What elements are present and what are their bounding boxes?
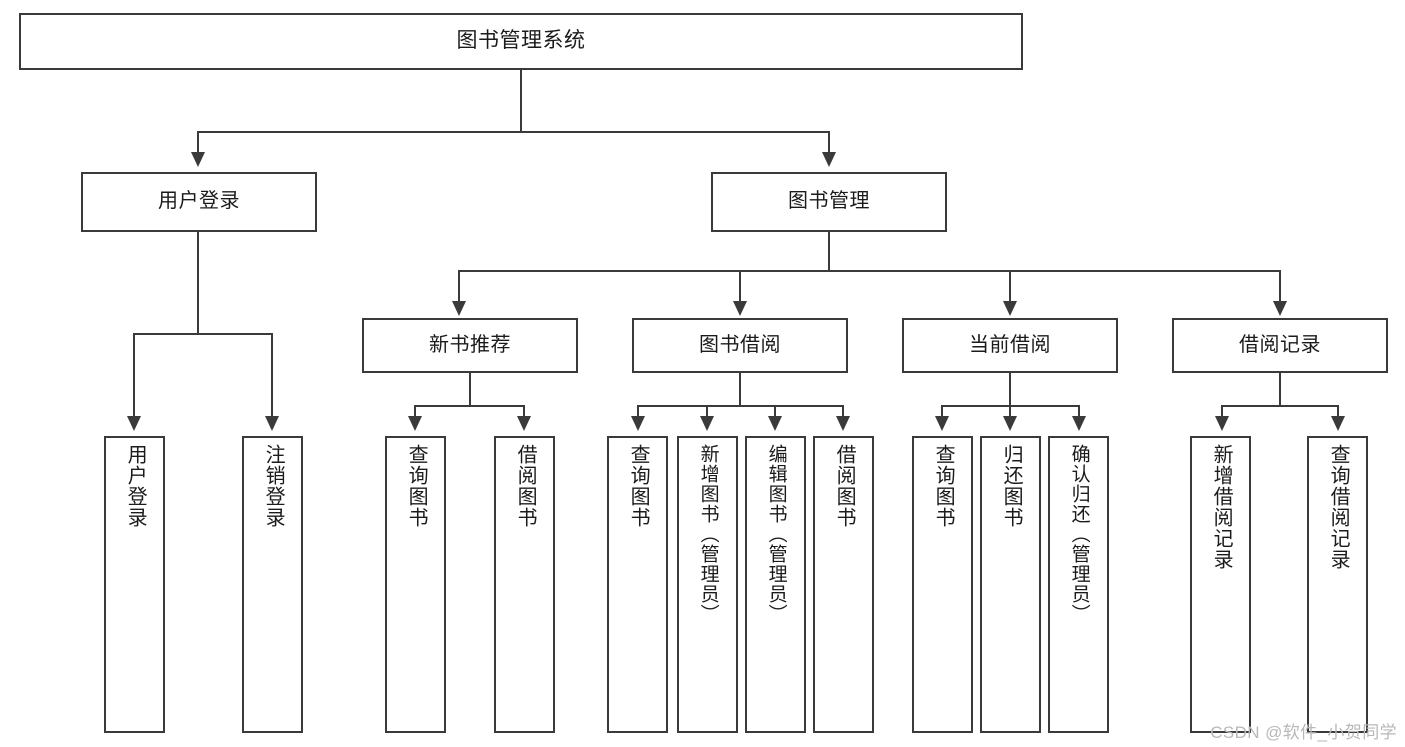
connector-current-borrow-leaf-0 xyxy=(941,405,943,417)
leaf-current-borrow-1[interactable]: 归还图书 xyxy=(980,436,1041,733)
leaf-new-book-recommend-0[interactable]: 查询图书 xyxy=(385,436,446,733)
connector-borrow-record-leaf-1 xyxy=(1337,405,1339,417)
node-book-management[interactable]: 图书管理 xyxy=(711,172,947,232)
connector-new-book-recommend-stem xyxy=(469,373,471,406)
arrowhead-to-book-borrow xyxy=(733,301,747,316)
connector-to-user-login xyxy=(197,131,199,153)
node-new-book-recommend[interactable]: 新书推荐 xyxy=(362,318,578,373)
node-label: 新增借阅记录 xyxy=(1210,444,1233,570)
connector-book-borrow-leaf-0 xyxy=(637,405,639,417)
arrowhead-user-login-leaf-0 xyxy=(127,416,141,431)
leaf-new-book-recommend-1[interactable]: 借阅图书 xyxy=(494,436,555,733)
connector-book-management-stem xyxy=(828,232,830,271)
arrowhead-borrow-record-leaf-0 xyxy=(1215,416,1229,431)
leaf-borrow-record-0[interactable]: 新增借阅记录 xyxy=(1190,436,1251,733)
node-root-book-management-system[interactable]: 图书管理系统 xyxy=(19,13,1023,70)
connector-to-borrow-record xyxy=(1279,270,1281,302)
node-current-borrow[interactable]: 当前借阅 xyxy=(902,318,1118,373)
connector-user-login-leaf-1 xyxy=(271,333,273,417)
csdn-watermark: CSDN @软件_小贺同学 xyxy=(1210,723,1397,742)
node-label: 借阅图书 xyxy=(833,444,856,528)
arrowhead-current-borrow-leaf-0 xyxy=(935,416,949,431)
arrowhead-book-borrow-leaf-2 xyxy=(768,416,782,431)
leaf-borrow-record-1[interactable]: 查询借阅记录 xyxy=(1307,436,1368,733)
node-label: 新增图书（管理员） xyxy=(697,444,719,624)
leaf-book-borrow-1[interactable]: 新增图书（管理员） xyxy=(677,436,738,733)
connector-user-login-stem xyxy=(197,232,199,334)
connector-to-new-book-recommend xyxy=(458,270,460,302)
leaf-book-borrow-0[interactable]: 查询图书 xyxy=(607,436,668,733)
arrowhead-book-borrow-leaf-3 xyxy=(836,416,850,431)
node-label: 新书推荐 xyxy=(429,333,511,356)
connector-new-book-recommend-bus xyxy=(414,405,525,407)
leaf-book-borrow-2[interactable]: 编辑图书（管理员） xyxy=(745,436,806,733)
node-label: 用户登录 xyxy=(158,190,240,213)
node-label: 图书借阅 xyxy=(699,333,781,356)
connector-current-borrow-leaf-1 xyxy=(1009,405,1011,417)
connector-book-borrow-leaf-3 xyxy=(842,405,844,417)
node-user-login[interactable]: 用户登录 xyxy=(81,172,317,232)
node-label: 确认归还（管理员） xyxy=(1068,444,1090,624)
arrowhead-current-borrow-leaf-1 xyxy=(1003,416,1017,431)
connector-book-borrow-bus xyxy=(637,405,844,407)
connector-to-book-management xyxy=(828,131,830,153)
arrowhead-book-borrow-leaf-1 xyxy=(700,416,714,431)
connector-to-book-borrow xyxy=(739,270,741,302)
connector-borrow-record-bus xyxy=(1221,405,1339,407)
connector-book-borrow-leaf-1 xyxy=(706,405,708,417)
connector-new-book-recommend-leaf-0 xyxy=(414,405,416,417)
connector-book-borrow-stem xyxy=(739,373,741,406)
node-label: 当前借阅 xyxy=(969,333,1051,356)
node-label: 借阅图书 xyxy=(514,444,537,528)
connector-to-current-borrow xyxy=(1009,270,1011,302)
arrowhead-borrow-record-leaf-1 xyxy=(1331,416,1345,431)
arrowhead-user-login-leaf-1 xyxy=(265,416,279,431)
leaf-current-borrow-0[interactable]: 查询图书 xyxy=(912,436,973,733)
node-label: 查询图书 xyxy=(405,444,428,528)
connector-book-borrow-leaf-2 xyxy=(774,405,776,417)
node-label: 归还图书 xyxy=(1000,444,1023,528)
node-label: 查询图书 xyxy=(627,444,650,528)
arrowhead-to-borrow-record xyxy=(1273,301,1287,316)
leaf-user-login-0[interactable]: 用户登录 xyxy=(104,436,165,733)
arrowhead-to-current-borrow xyxy=(1003,301,1017,316)
connector-current-borrow-leaf-2 xyxy=(1078,405,1080,417)
arrowhead-book-borrow-leaf-0 xyxy=(631,416,645,431)
connector-new-book-recommend-leaf-1 xyxy=(523,405,525,417)
node-label: 查询图书 xyxy=(932,444,955,528)
connector-user-login-bus xyxy=(133,333,273,335)
node-label: 图书管理系统 xyxy=(456,29,586,53)
leaf-current-borrow-2[interactable]: 确认归还（管理员） xyxy=(1048,436,1109,733)
node-label: 用户登录 xyxy=(124,444,147,528)
arrowhead-new-book-recommend-leaf-0 xyxy=(408,416,422,431)
arrowhead-current-borrow-leaf-2 xyxy=(1072,416,1086,431)
arrowhead-to-new-book-recommend xyxy=(452,301,466,316)
node-label: 注销登录 xyxy=(262,444,285,528)
node-book-borrow[interactable]: 图书借阅 xyxy=(632,318,848,373)
node-label: 借阅记录 xyxy=(1239,333,1321,356)
arrowhead-to-book-management xyxy=(822,152,836,167)
node-label: 查询借阅记录 xyxy=(1327,444,1350,570)
node-borrow-record[interactable]: 借阅记录 xyxy=(1172,318,1388,373)
connector-level2-bus xyxy=(197,131,830,133)
arrowhead-new-book-recommend-leaf-1 xyxy=(517,416,531,431)
connector-user-login-leaf-0 xyxy=(133,333,135,417)
connector-root-stem xyxy=(520,70,522,132)
leaf-book-borrow-3[interactable]: 借阅图书 xyxy=(813,436,874,733)
connector-level3-bus xyxy=(458,270,1281,272)
connector-borrow-record-leaf-0 xyxy=(1221,405,1223,417)
connector-borrow-record-stem xyxy=(1279,373,1281,406)
arrowhead-to-user-login xyxy=(191,152,205,167)
node-label: 图书管理 xyxy=(788,190,870,213)
node-label: 编辑图书（管理员） xyxy=(765,444,787,624)
connector-current-borrow-stem xyxy=(1009,373,1011,406)
leaf-user-login-1[interactable]: 注销登录 xyxy=(242,436,303,733)
